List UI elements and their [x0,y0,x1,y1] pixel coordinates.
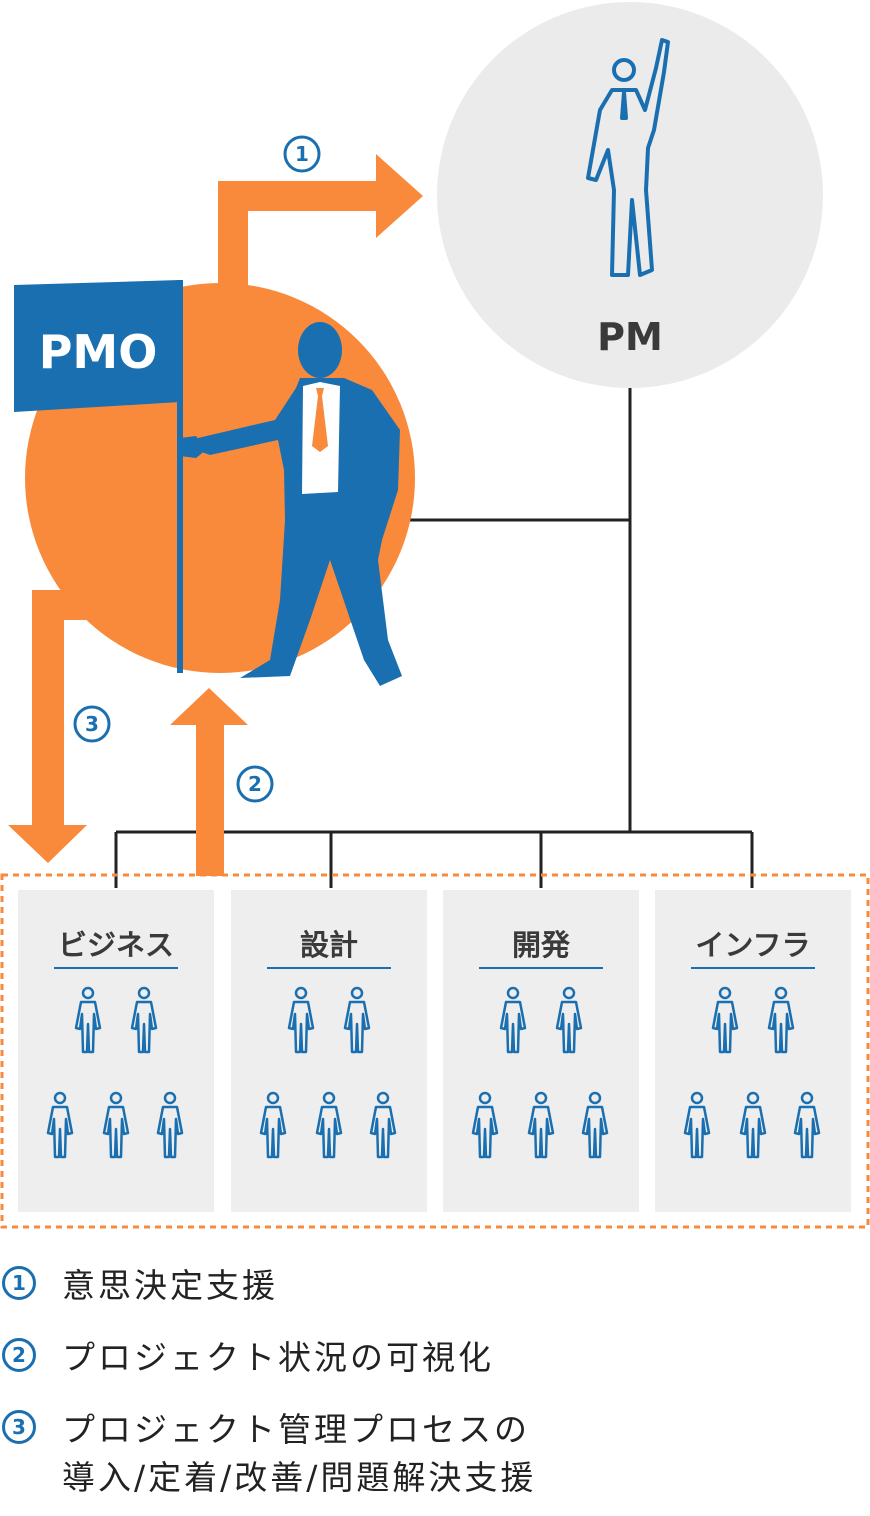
legend-text: プロジェクト管理プロセスの 導入/定着/改善/問題解決支援 [62,1410,537,1497]
team-label: 設計 [300,928,358,962]
team-label: 開発 [512,928,571,962]
legend-number-badge: 2 [2,1338,36,1372]
legend-item-2: 2 プロジェクト状況の可視化 [0,1334,870,1406]
arrow-1 [218,154,423,288]
legend-text: プロジェクト状況の可視化 [62,1338,494,1377]
pm-label: PM [597,315,663,359]
pm-figure-icon [586,38,670,277]
arrow-3 [8,590,94,863]
team-label: ビジネス [58,928,174,962]
team-box-infra: インフラ [655,890,851,1212]
pmo-figure-icon [180,322,402,686]
svg-text:1: 1 [295,142,309,166]
team-box-design: 設計 [231,890,427,1212]
legend: 1 意思決定支援 2 プロジェクト状況の可視化 3 プロジェクト管理プロセスの … [0,1262,870,1516]
teams-container [0,873,870,1229]
flag-pole [177,280,183,673]
arrow-number-badge-1: 1 [283,135,321,173]
svg-text:2: 2 [248,772,262,796]
pmo-flag: PMO [14,280,180,412]
team-label: インフラ [695,928,810,962]
arrow-number-badge-2: 2 [236,765,274,803]
pm-circle [437,2,823,388]
legend-number-badge: 1 [2,1266,36,1300]
team-box-development: 開発 [443,890,639,1212]
legend-text: 意思決定支援 [62,1266,278,1305]
team-box-business: ビジネス [18,890,214,1212]
legend-item-1: 1 意思決定支援 [0,1262,870,1334]
arrow-number-badge-3: 3 [73,705,111,743]
svg-text:3: 3 [85,712,99,736]
arrow-2 [170,688,248,876]
legend-number-badge: 3 [2,1410,36,1444]
pmo-flag-label: PMO [39,325,158,379]
legend-item-3: 3 プロジェクト管理プロセスの 導入/定着/改善/問題解決支援 [0,1406,870,1516]
